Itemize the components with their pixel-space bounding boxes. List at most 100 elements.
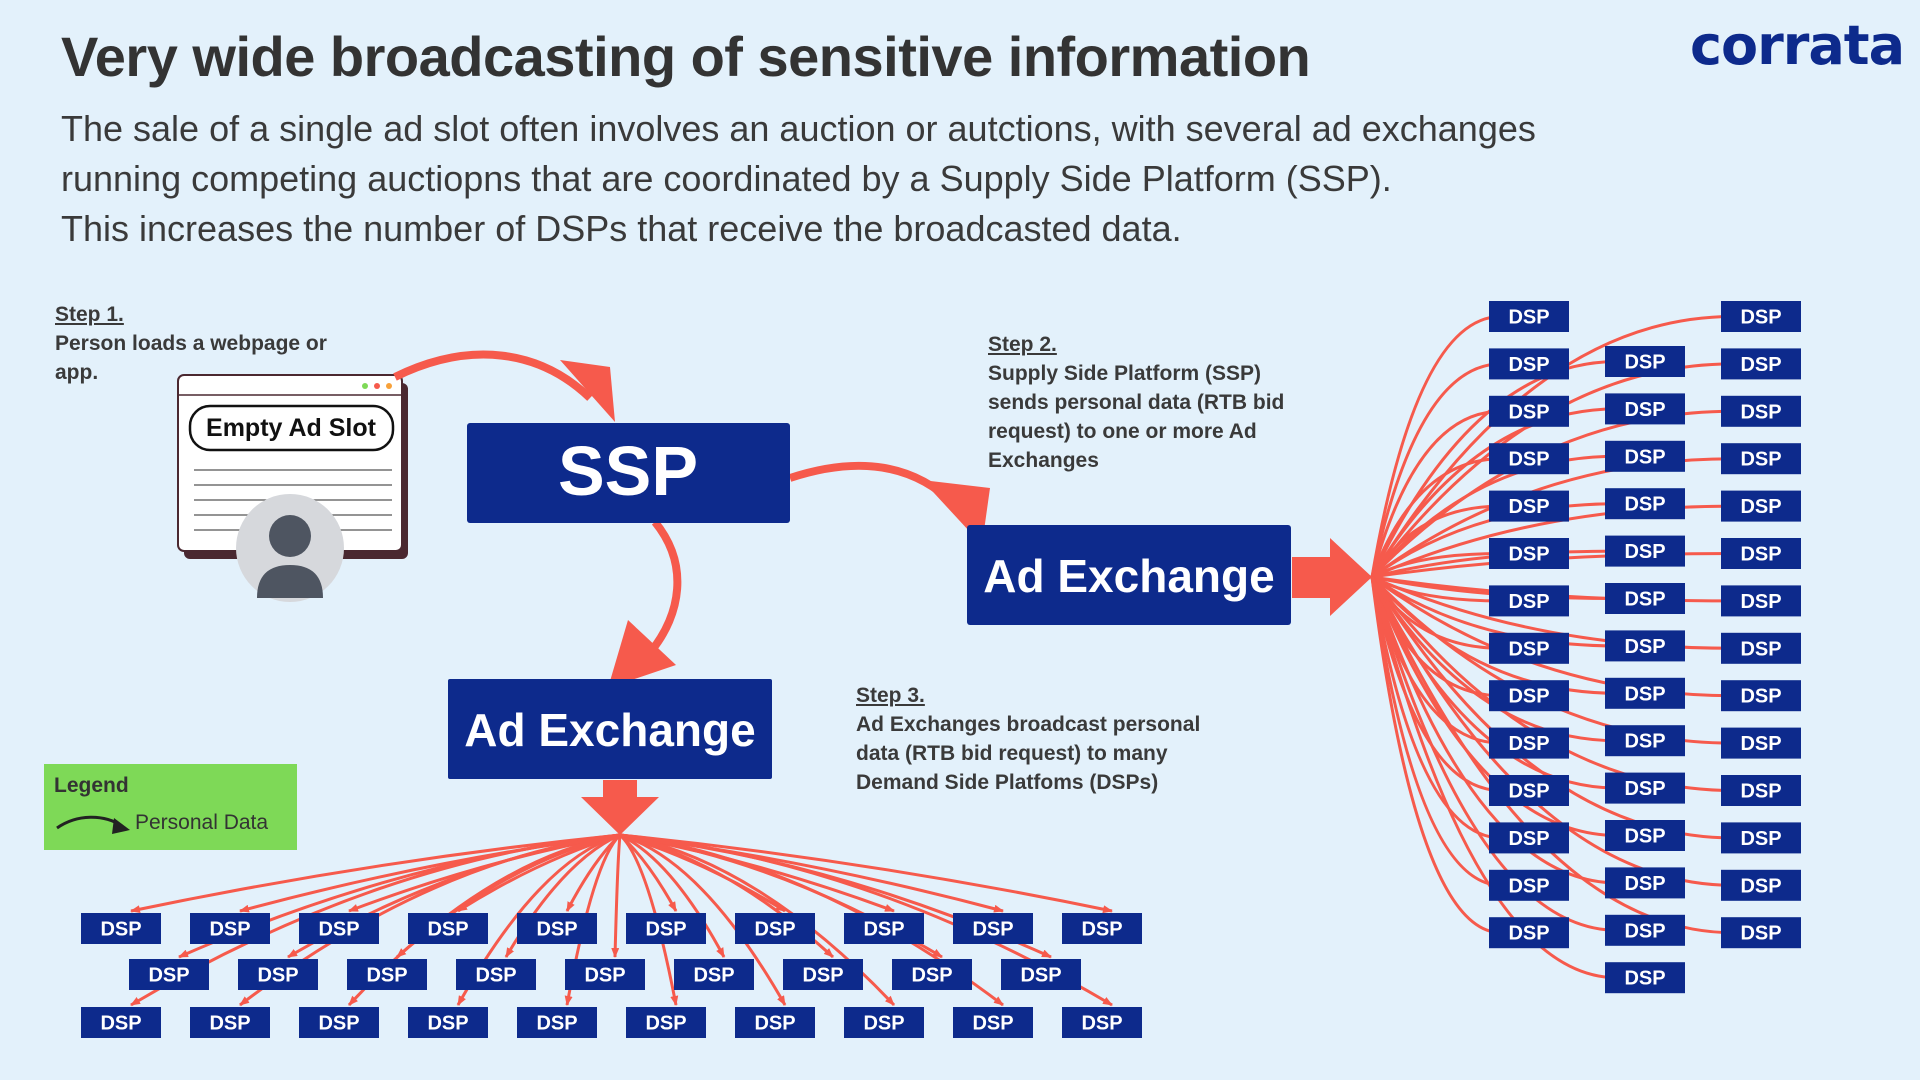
ad-exchange-label: Ad Exchange (983, 550, 1274, 602)
dsp-label: DSP (754, 1013, 795, 1035)
dsp-label: DSP (1508, 354, 1549, 376)
legend-title: Legend (54, 774, 129, 797)
dsp-node: DSP (1605, 630, 1685, 662)
dsp-label: DSP (972, 919, 1013, 941)
dsp-label: DSP (318, 919, 359, 941)
dsp-node: DSP (1721, 775, 1801, 806)
dsp-node: DSP (1721, 395, 1801, 427)
dsp-node: DSP (1605, 488, 1685, 520)
dsp-label: DSP (1508, 449, 1549, 471)
dsp-label: DSP (911, 965, 952, 987)
dsp-label: DSP (1740, 733, 1781, 755)
ad-exchange-node-right: Ad Exchange (967, 525, 1291, 625)
step-2: Step 2. Supply Side Platform (SSP) sends… (988, 330, 1284, 475)
dsp-label: DSP (1624, 873, 1665, 895)
dsp-node: DSP (674, 959, 754, 990)
dsp-label: DSP (1740, 828, 1781, 850)
dsp-label: DSP (1740, 875, 1781, 897)
dsp-label: DSP (1508, 544, 1549, 566)
broadcast-arrow (1371, 547, 1618, 579)
ad-exchange-node-bottom: Ad Exchange (448, 679, 772, 779)
broadcast-arrow (130, 833, 621, 914)
dsp-node: DSP (1489, 585, 1569, 617)
dsp-label: DSP (257, 965, 298, 987)
dsp-label: DSP (1624, 541, 1665, 563)
webpage-window: Empty Ad Slot (177, 374, 408, 559)
dsp-node: DSP (1489, 680, 1569, 712)
dsp-label: DSP (1740, 401, 1781, 423)
dsp-label: DSP (1081, 1013, 1122, 1035)
empty-ad-slot (188, 404, 395, 452)
dsp-node: DSP (1721, 301, 1801, 332)
dsp-node: DSP (1605, 820, 1685, 851)
step-2-text: request) to one or more Ad (988, 420, 1257, 443)
ad-slot-label: Empty Ad Slot (206, 414, 377, 442)
dsp-node: DSP (517, 1007, 597, 1038)
dsp-node: DSP (1489, 490, 1569, 522)
broadcast-arrow (1370, 576, 1502, 937)
dsp-label: DSP (1508, 828, 1549, 850)
dsp-node: DSP (1605, 677, 1685, 709)
dsp-group-right: DSP DSP DSP DSP DSP DSP DSP DSP DSP DSP DSP DSP DSP D… (1489, 301, 1801, 994)
dsp-label: DSP (1740, 638, 1781, 660)
dsp-label: DSP (1740, 354, 1781, 376)
dsp-label: DSP (1624, 683, 1665, 705)
arrow-page-to-ssp (393, 350, 593, 401)
dsp-node: DSP (626, 1007, 706, 1038)
step-3-text: data (RTB bid request) to many (856, 742, 1168, 765)
dsp-label: DSP (1740, 686, 1781, 708)
dsp-node: DSP (1721, 538, 1801, 569)
window-dot-icon (386, 383, 392, 389)
dsp-label: DSP (1508, 401, 1549, 423)
dsp-node: DSP (1605, 772, 1685, 804)
broadcast-arrow (1370, 576, 1618, 982)
arrow-ssp-to-exchange-2 (648, 519, 682, 653)
ssp-node: SSP (467, 423, 790, 523)
dsp-label: DSP (1508, 781, 1549, 803)
user-avatar-icon (236, 494, 344, 602)
dsp-label: DSP (1624, 920, 1665, 942)
dsp-label: DSP (209, 1013, 250, 1035)
dsp-node: DSP (565, 959, 645, 990)
step-1-text: Person loads a webpage or (55, 332, 327, 355)
dsp-label: DSP (1624, 589, 1665, 611)
dsp-node: DSP (953, 1007, 1033, 1038)
dsp-node: DSP (1062, 1007, 1142, 1038)
dsp-label: DSP (802, 965, 843, 987)
dsp-label: DSP (863, 1013, 904, 1035)
dsp-node: DSP (735, 913, 815, 944)
dsp-node: DSP (1001, 959, 1081, 990)
dsp-label: DSP (1624, 494, 1665, 516)
broadcast-arrow (1370, 576, 1618, 840)
dsp-label: DSP (1740, 544, 1781, 566)
dsp-label: DSP (1740, 923, 1781, 945)
dsp-label: DSP (148, 965, 189, 987)
dsp-node: DSP (1489, 775, 1569, 806)
broadcast-arrow (1370, 359, 1502, 578)
dsp-node: DSP (1721, 680, 1801, 712)
ad-exchange-label: Ad Exchange (464, 704, 755, 756)
broadcast-arrow (611, 834, 622, 958)
dsp-node: DSP (1605, 914, 1685, 946)
corrata-logo: corrata (1690, 14, 1905, 77)
dsp-label: DSP (1020, 965, 1061, 987)
dsp-node: DSP (1489, 727, 1569, 759)
dsp-label: DSP (1508, 638, 1549, 660)
dsp-node: DSP (1605, 962, 1685, 994)
dsp-label: DSP (645, 1013, 686, 1035)
dsp-node: DSP (81, 1007, 161, 1038)
dsp-node: DSP (1605, 583, 1685, 614)
dsp-node: DSP (1489, 822, 1569, 854)
step-2-text: Exchanges (988, 449, 1099, 472)
broadcast-arrow (1370, 576, 1618, 935)
dsp-label: DSP (1508, 307, 1549, 329)
dsp-label: DSP (693, 965, 734, 987)
dsp-node: DSP (456, 959, 536, 990)
broadcast-arrow (618, 833, 679, 1006)
dsp-label: DSP (1740, 449, 1781, 471)
curved-arrow-icon (56, 815, 130, 834)
broadcast-arrow (1370, 312, 1734, 578)
dsp-node: DSP (1489, 395, 1569, 427)
